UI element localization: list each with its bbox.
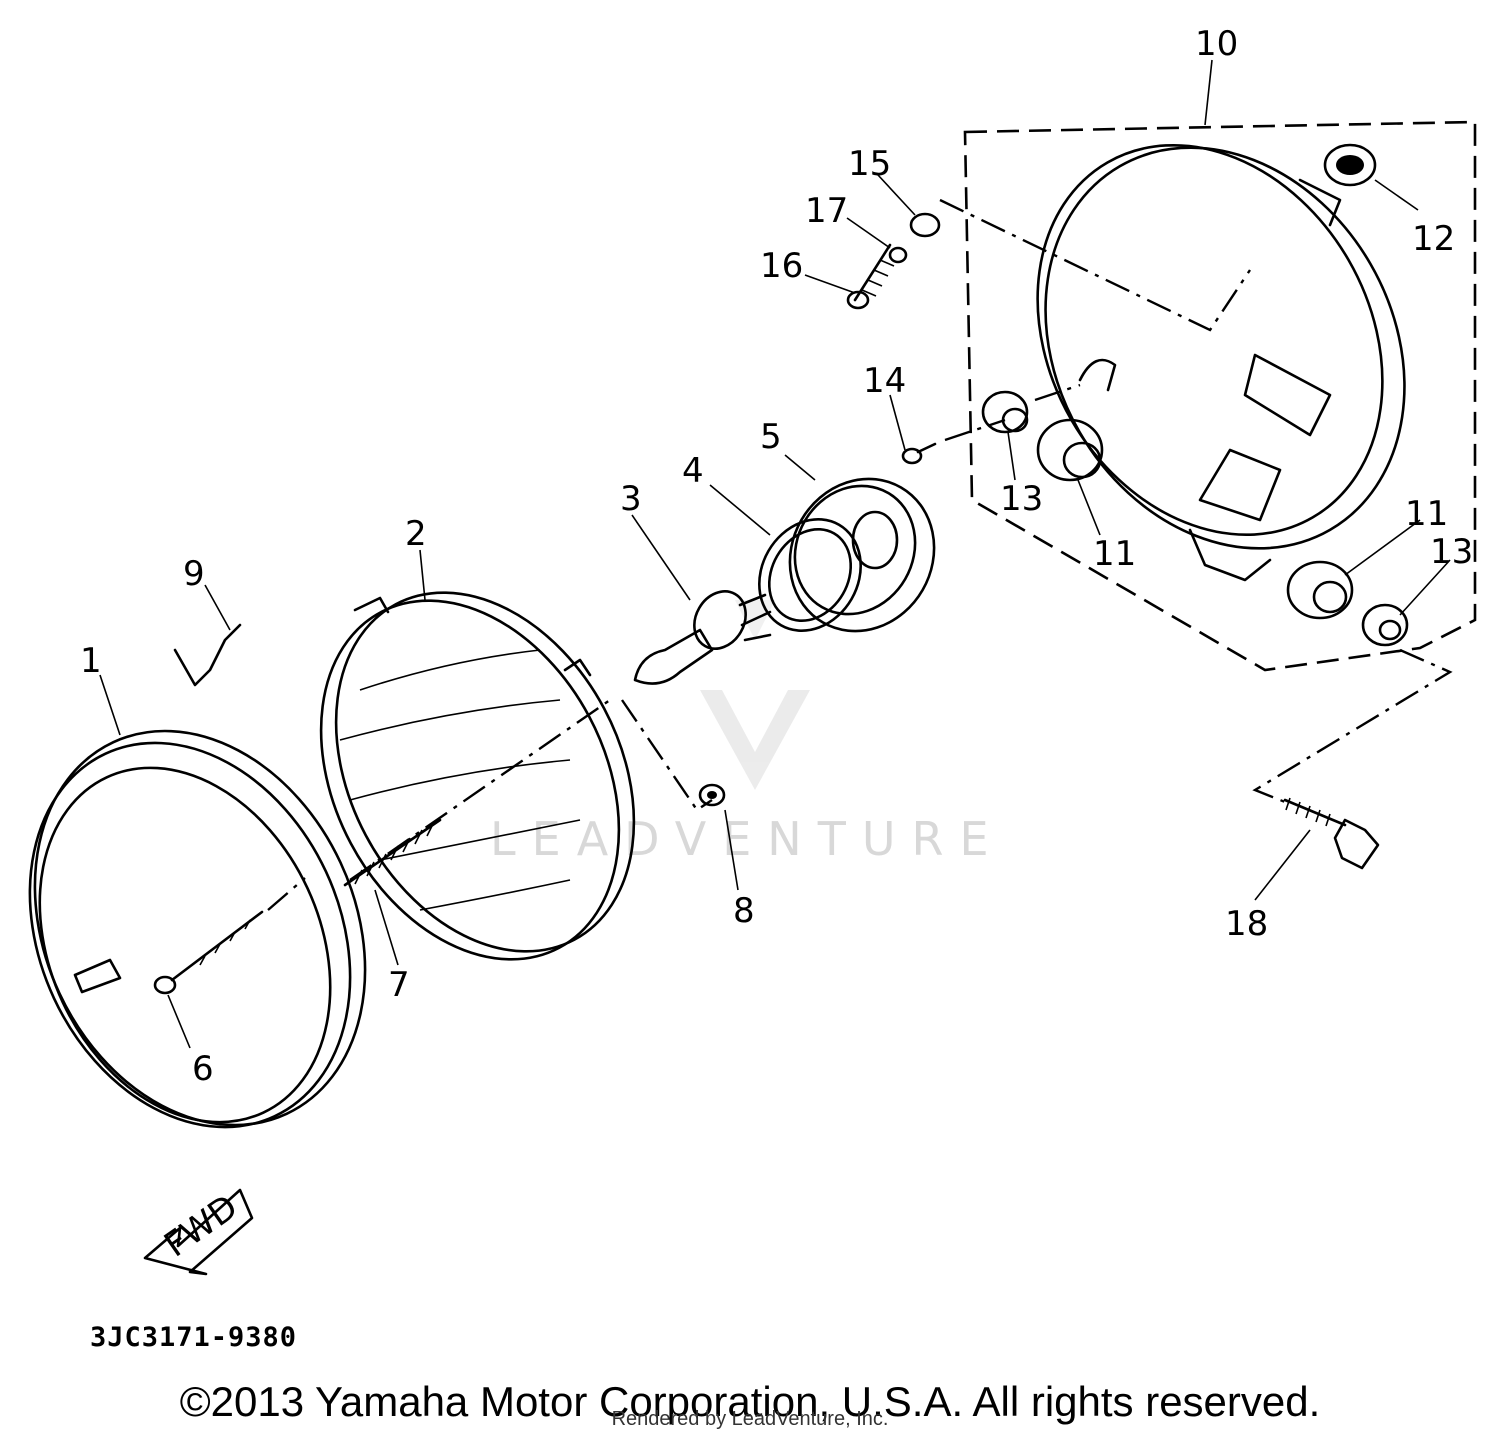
callout-11-lower: 11 <box>1405 494 1448 534</box>
callout-18: 18 <box>1225 904 1268 944</box>
callout-6: 6 <box>192 1049 214 1089</box>
callout-15: 15 <box>848 144 891 184</box>
callout-16: 16 <box>760 246 803 286</box>
bolt-part-18 <box>1283 797 1380 870</box>
socket-ring-part-4 <box>758 518 862 632</box>
socket-cover-part-5 <box>788 477 936 633</box>
callout-10: 10 <box>1195 24 1238 64</box>
bulb-part-3 <box>633 590 772 685</box>
callout-2: 2 <box>405 514 427 554</box>
callout-17: 17 <box>805 191 848 231</box>
headlight-rim-part-1 <box>28 729 367 1129</box>
callout-14: 14 <box>863 361 906 401</box>
rendered-by-credit: Rendered by LeadVenture, Inc. <box>611 1408 889 1430</box>
screw-part-6 <box>153 910 264 995</box>
callout-8: 8 <box>733 891 755 931</box>
nut-part-8 <box>698 783 726 807</box>
housing-assembly-box <box>963 120 1477 672</box>
leader-lines <box>99 59 1451 1049</box>
screw-part-14 <box>901 442 937 465</box>
callout-1: 1 <box>80 641 102 681</box>
headlight-unit-part-2 <box>319 591 636 961</box>
copyright-notice: ©2013 Yamaha Motor Corporation, U.S.A. A… <box>179 1378 1321 1425</box>
callout-13-lower: 13 <box>1430 532 1473 572</box>
forward-arrow <box>143 1188 254 1276</box>
spring-clip-part-9 <box>173 623 242 687</box>
adjusting-screw-part-7 <box>343 818 442 887</box>
callout-4: 4 <box>682 451 704 491</box>
adjuster-bush-lower <box>1286 560 1409 647</box>
callout-13-upper: 13 <box>1000 479 1043 519</box>
callout-12: 12 <box>1412 219 1455 259</box>
callout-5: 5 <box>760 417 782 457</box>
callout-9: 9 <box>183 554 205 594</box>
callout-3: 3 <box>620 479 642 519</box>
watermark-text: LEADVENTURE <box>490 812 1005 866</box>
watermark-logo <box>700 600 810 790</box>
headlight-housing <box>1036 143 1406 582</box>
callout-11-upper: 11 <box>1093 534 1136 574</box>
adjuster-bush-upper <box>981 390 1104 482</box>
small-fasteners-15-17-16 <box>846 212 941 310</box>
assembly-lines <box>267 198 1453 911</box>
diagram-code: 3JC3171-9380 <box>90 1322 298 1353</box>
grommet-part-12 <box>1323 143 1377 187</box>
callout-7: 7 <box>388 965 410 1005</box>
